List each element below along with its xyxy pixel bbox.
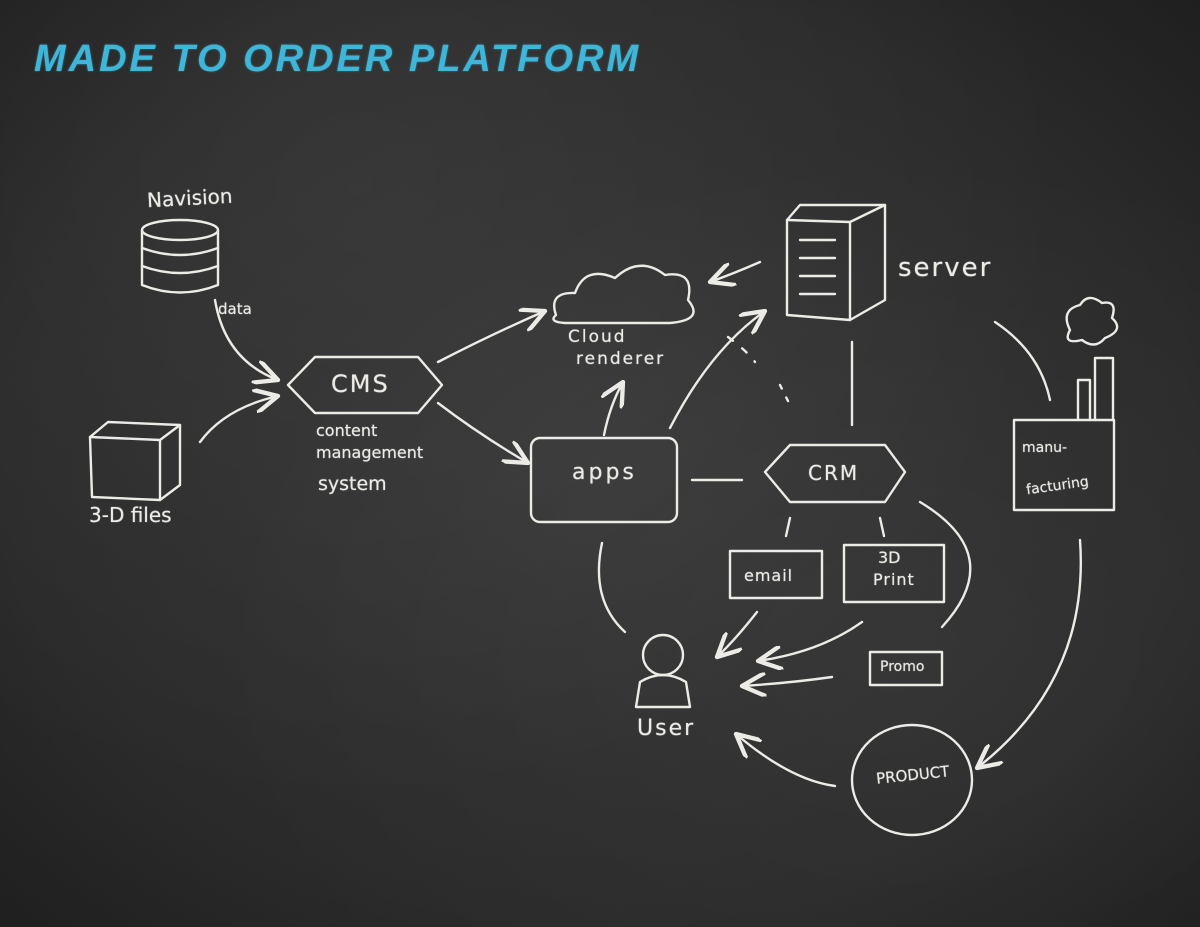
email-node [728, 549, 824, 600]
crm-label: CRM [808, 461, 860, 485]
cms-desc-line-1: content [316, 421, 378, 440]
diagram-title: MADE TO ORDER PLATFORM [34, 38, 642, 80]
navision-label: Navision [146, 183, 234, 213]
cloud-label-line-2: renderer [576, 349, 666, 369]
cms-desc-line-3: system [318, 473, 387, 495]
print3d-label-line-2: Print [873, 570, 915, 589]
promo-node [868, 650, 944, 687]
cloud-icon [552, 264, 695, 325]
server-label: server [898, 253, 993, 283]
database-icon [140, 218, 220, 294]
cms-node [286, 355, 444, 415]
apps-node [529, 436, 679, 524]
print3d-node [842, 543, 946, 604]
user-icon [634, 633, 692, 709]
product-node [850, 723, 974, 837]
server-icon [785, 203, 887, 322]
cms-label: CMS [331, 370, 390, 398]
manufacturing-label-line-1: manu- [1022, 440, 1068, 456]
files-3d-label: 3-D files [89, 503, 172, 527]
factory-icon [1012, 296, 1119, 512]
cloud-label-line-1: Cloud [568, 327, 627, 347]
print3d-label-line-1: 3D [878, 548, 901, 567]
user-label: User [637, 716, 696, 741]
promo-label: Promo [880, 659, 925, 675]
crm-node [763, 443, 907, 504]
cube-icon [88, 420, 182, 502]
data-label: data [218, 300, 252, 318]
connectors [198, 260, 1082, 788]
cms-desc-line-2: management [316, 443, 424, 462]
email-label: email [744, 566, 794, 585]
apps-label: apps [572, 460, 637, 485]
